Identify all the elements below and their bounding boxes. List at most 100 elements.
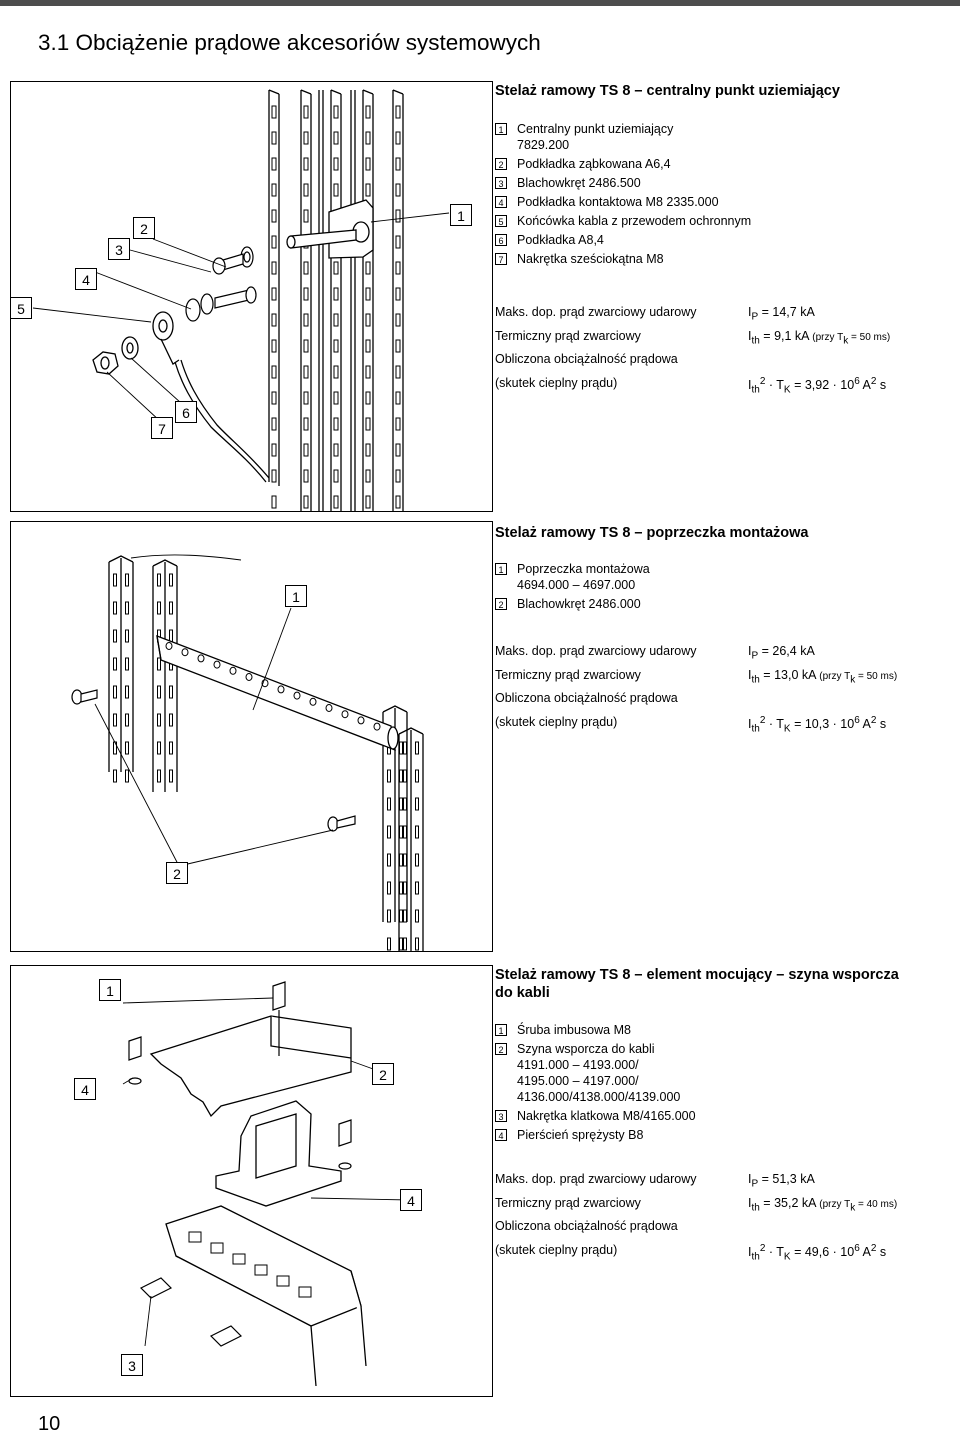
rack-slot — [125, 601, 129, 615]
rack-slot — [415, 741, 419, 755]
rack-slot — [271, 131, 277, 145]
bar-hole — [245, 673, 253, 681]
rack-slot — [415, 769, 419, 783]
rack-slot — [303, 261, 309, 275]
rack-slot — [169, 573, 173, 587]
rack-slot — [303, 209, 309, 223]
rack-slot — [303, 365, 309, 379]
item-text: Końcówka kabla z przewodem ochronnym — [517, 214, 752, 228]
rack-slot — [113, 573, 117, 587]
section-2-parts-list: 1 Poprzeczka montażowa 4694.000 – 4697.00… — [495, 561, 925, 615]
rack-slot — [303, 131, 309, 145]
rack-slot — [365, 443, 371, 457]
note: (przy T — [816, 1199, 851, 1210]
rack-slot — [303, 313, 309, 327]
rack-slot — [395, 131, 401, 145]
rack-slot — [169, 741, 173, 755]
rack-slot — [113, 769, 117, 783]
rack-slot — [303, 157, 309, 171]
symbol-sup: 2 — [759, 376, 766, 387]
t-sub: K — [783, 384, 791, 396]
rack-slot — [387, 881, 391, 895]
item-number-box: 1 — [495, 563, 507, 575]
unit-a: A — [859, 1245, 871, 1260]
symbol-sub: th — [751, 674, 760, 686]
rack-slot — [333, 443, 339, 457]
item-text: Blachowkręt 2486.500 — [517, 176, 641, 190]
rack-slot — [365, 261, 371, 275]
rack-slot — [333, 495, 339, 509]
rack-slot — [303, 469, 309, 483]
value: = 35,2 kA — [759, 1196, 817, 1210]
rack-slot — [333, 469, 339, 483]
callout-1: 1 — [285, 585, 307, 607]
symbol-sub: th — [751, 1251, 760, 1263]
section-2-title: Stelaż ramowy TS 8 – poprzeczka montażow… — [495, 525, 809, 541]
unit-s: s — [876, 378, 887, 393]
rack-slot — [395, 235, 401, 249]
rack-slot — [113, 629, 117, 643]
rack-slot — [157, 769, 161, 783]
rack-slot — [395, 365, 401, 379]
list-item: 1 Poprzeczka montażowa 4694.000 – 4697.00… — [495, 561, 925, 593]
rack-slot — [271, 235, 277, 249]
rack-slot — [403, 769, 407, 783]
rail-slot — [254, 1264, 268, 1276]
spec-label-thermal-current: Termiczny prąd zwarciowy — [495, 329, 641, 343]
item-number-box: 2 — [495, 598, 507, 610]
rack-slot — [395, 495, 401, 509]
item-text: Śruba imbusowa M8 — [517, 1023, 631, 1037]
rack-slot — [395, 469, 401, 483]
rack-slot — [403, 797, 407, 811]
symbol: I — [748, 378, 752, 393]
rail-slot — [210, 1242, 224, 1254]
rack-slot — [403, 937, 407, 951]
rack-slot — [395, 105, 401, 119]
rail-slot — [298, 1286, 312, 1298]
spec-value-thermal-current: Ith = 35,2 kA (przy Tk = 40 ms) — [748, 1196, 897, 1214]
rack-slot — [303, 391, 309, 405]
grounding-point-illustration — [32, 89, 450, 511]
rack-slot — [387, 797, 391, 811]
rack-slot — [113, 713, 117, 727]
rail-slot — [232, 1253, 246, 1265]
rack-slot — [403, 909, 407, 923]
symbol-sub: P — [751, 311, 759, 323]
rack-slot — [395, 209, 401, 223]
item-text: Poprzeczka montażowa 4694.000 – 4697.000 — [517, 562, 650, 592]
symbol: I — [748, 717, 752, 732]
symbol-sub: th — [751, 723, 760, 735]
unit-exp: 2 — [870, 715, 877, 726]
symbol-sup: 2 — [759, 715, 766, 726]
section-1-title: Stelaż ramowy TS 8 – centralny punkt uzi… — [495, 83, 840, 99]
rack-slot — [415, 797, 419, 811]
rack-slot — [125, 741, 129, 755]
rack-slot — [157, 713, 161, 727]
rack-slot — [365, 183, 371, 197]
rack-slot — [157, 573, 161, 587]
callout-7: 7 — [151, 417, 173, 439]
top-rule — [0, 0, 960, 6]
rack-slot — [333, 287, 339, 301]
spec-value-thermal-current: Ith = 9,1 kA (przy Tk = 50 ms) — [748, 329, 890, 347]
spec-label-capacity: Obliczona obciążalność prądowa — [495, 691, 678, 705]
spec-label-thermal-current: Termiczny prąd zwarciowy — [495, 1196, 641, 1210]
note-rest: = 40 ms) — [855, 1199, 898, 1210]
exp: 6 — [854, 376, 860, 387]
symbol-sup: 2 — [759, 1243, 766, 1254]
note-sub: k — [850, 674, 856, 686]
item-text: Nakrętka sześciokątna M8 — [517, 252, 664, 266]
value: = 10,3 · 10 — [790, 717, 855, 732]
rack-slot — [387, 937, 391, 951]
value: = 26,4 kA — [758, 644, 815, 658]
callout-3: 3 — [108, 238, 130, 260]
symbol: I — [748, 1245, 752, 1260]
rack-slot — [333, 131, 339, 145]
spec-label-capacity: Obliczona obciążalność prądowa — [495, 1219, 678, 1233]
section-2-figure-frame: 1 2 — [10, 521, 493, 952]
